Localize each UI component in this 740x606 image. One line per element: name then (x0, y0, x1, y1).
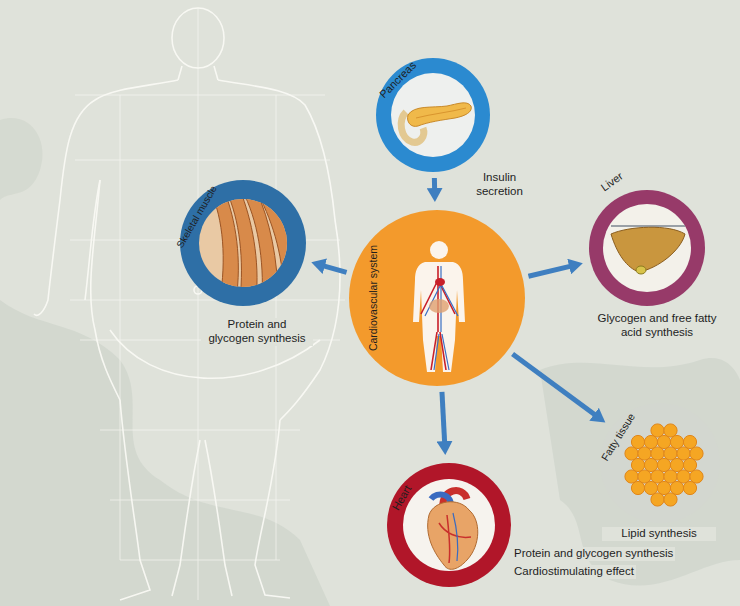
inner-disc (403, 479, 495, 571)
circle-fill (600, 403, 720, 523)
effect-text: Protein and glycogen synthesis (512, 547, 675, 561)
circle-outline (589, 190, 705, 306)
liver-picture (611, 227, 685, 272)
circle-outline (387, 463, 511, 587)
organ-circle: Fatty tissueLipid synthesis (600, 403, 720, 523)
fat-cell (631, 435, 644, 448)
organ-circle: HeartProtein and glycogen synthesisCardi… (387, 463, 511, 587)
pancreas-picture (408, 103, 472, 127)
heart-dot (435, 278, 445, 286)
fat-cell (631, 481, 644, 494)
tendon (264, 198, 280, 210)
circle-ring (376, 58, 490, 172)
fat-cell (644, 458, 657, 471)
organ-circle: LiverGlycogen and free fatty acid synthe… (589, 190, 705, 306)
fat-cell (670, 435, 683, 448)
map-blotch (0, 118, 43, 200)
inner-disc (391, 73, 475, 157)
inner-disc (180, 180, 306, 306)
fat-cell (644, 481, 657, 494)
fat-cell (657, 458, 670, 471)
fat-cell (664, 493, 677, 506)
body-silhouette (413, 262, 465, 372)
organ-name: Liver (597, 169, 627, 196)
fat-cell (683, 435, 696, 448)
heart-picture (428, 502, 478, 570)
circle-ring (387, 463, 511, 587)
fat-cell (683, 481, 696, 494)
fat-cell (670, 481, 683, 494)
effect-text: Cardiostimulating effect (512, 565, 636, 579)
fat-cell (677, 470, 690, 483)
fat-cell (657, 481, 670, 494)
fat-cell (690, 447, 703, 460)
fat-cell (631, 458, 644, 471)
organs (429, 299, 449, 313)
fat-cell (638, 447, 651, 460)
circle-ring (180, 180, 306, 306)
fat-cell (651, 447, 664, 460)
fat-cell (670, 458, 683, 471)
diaphragm-line (611, 225, 685, 227)
pancreas-duct (416, 108, 466, 118)
circle-fill (349, 210, 525, 386)
flow-arrow (321, 265, 347, 272)
gallbladder (636, 266, 646, 274)
muscle-band (242, 190, 278, 300)
organ-name: Cardiovascular system (367, 245, 380, 351)
fat-cells (625, 424, 703, 506)
organ-circle: Pancreas (376, 58, 490, 172)
circle-ring (589, 190, 705, 306)
fat-cell (677, 447, 690, 460)
fat-cell (664, 470, 677, 483)
edge-label: Insulin secretion (463, 171, 537, 199)
artery-lines (421, 266, 455, 370)
organ-circle: Skeletal muscleProtein and glycogen synt… (180, 180, 306, 306)
body-head (430, 241, 448, 259)
fat-cell (625, 470, 638, 483)
fat-cell (664, 447, 677, 460)
fat-cell (664, 424, 677, 437)
effect-text: Protein and glycogen synthesis (201, 318, 313, 346)
fat-cell (638, 470, 651, 483)
coronary-vein (453, 513, 458, 561)
circle-outline (600, 403, 720, 523)
sketch-figure (34, 8, 340, 600)
vein-lines (425, 266, 458, 370)
fat-cell (690, 470, 703, 483)
organ-circle: Cardiovascular system (349, 210, 525, 386)
sketch-grid (70, 8, 345, 600)
fat-cell (651, 470, 664, 483)
effect-text: Lipid synthesis (602, 527, 716, 541)
flow-arrow (432, 178, 437, 192)
effect-text: Glycogen and free fatty acid synthesis (589, 312, 725, 340)
inner-disc (603, 204, 691, 292)
fat-cell (651, 493, 664, 506)
fat-cell (651, 424, 664, 437)
circle-outline (180, 180, 306, 306)
muscle-band (258, 194, 298, 300)
fat-cell (644, 435, 657, 448)
fat-cell (683, 458, 696, 471)
flow-arrow (442, 392, 445, 445)
flow-arrow (528, 266, 573, 277)
flow-arrow (513, 354, 598, 417)
fat-cell (657, 435, 670, 448)
fat-cell (625, 447, 638, 460)
